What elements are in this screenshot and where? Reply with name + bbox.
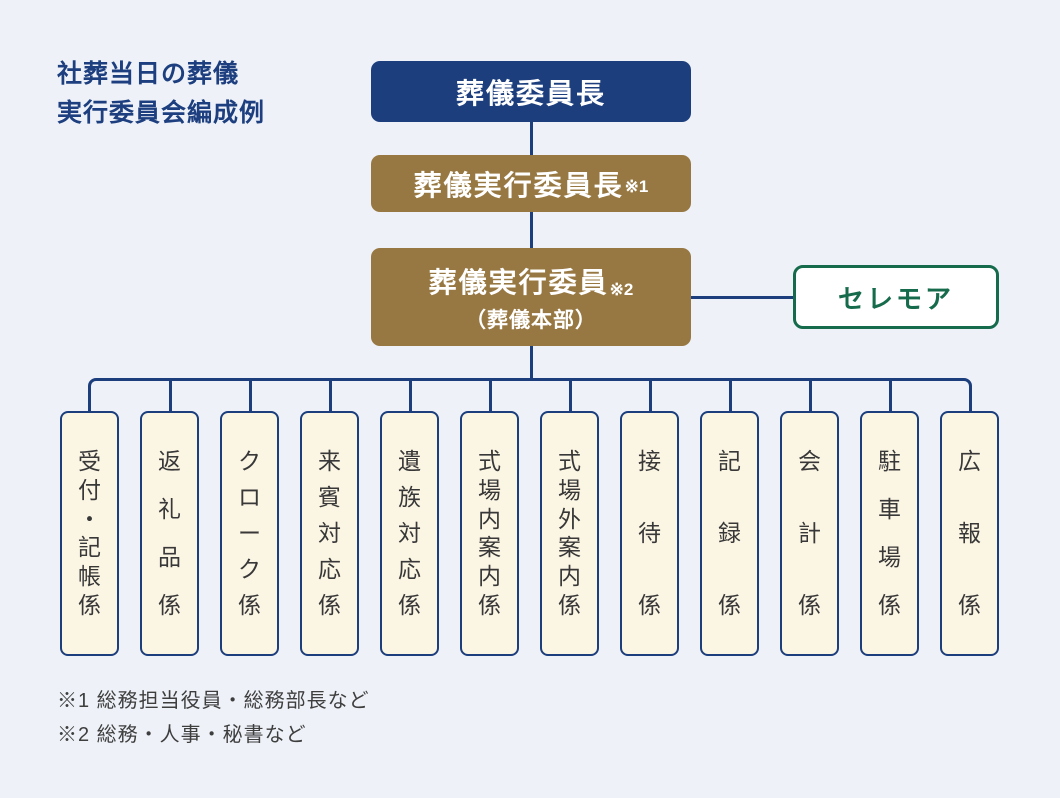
connector-drop — [168, 378, 172, 411]
partner-box: セレモア — [793, 265, 999, 329]
department-box: 接待係 — [620, 411, 679, 656]
department-box: 受付・記帳係 — [60, 411, 119, 656]
executive-chair-label: 葬儀実行委員長 — [413, 169, 624, 201]
department-label: 接待係 — [638, 448, 661, 618]
executive-committee-sublabel: （葬儀本部） — [465, 308, 597, 332]
connector-drop — [248, 378, 252, 411]
connector-drop — [328, 378, 332, 411]
connector-drop — [728, 378, 732, 411]
department-label: 遺族対応係 — [398, 448, 421, 618]
department-box: 記録係 — [700, 411, 759, 656]
department-box: クローク係 — [220, 411, 279, 656]
footnote-2: ※2 総務・人事・秘書など — [57, 724, 307, 746]
department-label: 来賓対応係 — [318, 448, 341, 618]
executive-committee-box: 葬儀実行委員※2 （葬儀本部） — [371, 248, 691, 346]
connector-chairman-execchair — [529, 122, 533, 157]
page-title-line2: 実行委員会編成例 — [57, 99, 266, 127]
department-label: 記録係 — [718, 448, 741, 618]
connector-committee-partner — [691, 295, 793, 299]
department-box: 会計係 — [780, 411, 839, 656]
department-box: 広報係 — [940, 411, 999, 656]
department-box: 来賓対応係 — [300, 411, 359, 656]
connector-committee-trunk — [529, 346, 533, 379]
note-ref-1: ※1 — [624, 176, 649, 196]
connector-drop — [888, 378, 892, 411]
connector-drop — [808, 378, 812, 411]
partner-label: セレモア — [837, 283, 954, 314]
connector-execchair-committee — [529, 212, 533, 248]
footnote-1: ※1 総務担当役員・総務部長など — [57, 690, 370, 712]
page-title-line1: 社葬当日の葬儀 — [57, 60, 240, 88]
department-label: 式場内案内係 — [478, 448, 501, 618]
page-title: 社葬当日の葬儀 実行委員会編成例 — [57, 55, 265, 133]
department-box: 駐車場係 — [860, 411, 919, 656]
chairman-label: 葬儀委員長 — [455, 77, 606, 109]
trunk-connector — [88, 378, 972, 411]
department-box: 式場外案内係 — [540, 411, 599, 656]
department-label: クローク係 — [238, 448, 261, 618]
department-box: 式場内案内係 — [460, 411, 519, 656]
department-box: 返礼品係 — [140, 411, 199, 656]
executive-committee-line1: 葬儀実行委員※2 — [429, 261, 634, 301]
connector-drop — [408, 378, 412, 411]
executive-chair-box: 葬儀実行委員長※1 — [371, 155, 691, 212]
department-box: 遺族対応係 — [380, 411, 439, 656]
department-label: 式場外案内係 — [558, 448, 581, 618]
department-label: 広報係 — [958, 448, 981, 618]
connector-drop — [488, 378, 492, 411]
department-label: 返礼品係 — [158, 448, 181, 618]
department-label: 会計係 — [798, 448, 821, 618]
chairman-box: 葬儀委員長 — [371, 61, 691, 122]
department-label: 駐車場係 — [878, 448, 901, 618]
footnotes: ※1 総務担当役員・総務部長など ※2 総務・人事・秘書など — [57, 684, 370, 752]
connector-drop — [648, 378, 652, 411]
department-label: 受付・記帳係 — [78, 448, 101, 618]
note-ref-2: ※2 — [609, 279, 634, 299]
executive-committee-label: 葬儀実行委員 — [428, 266, 609, 298]
connector-drop — [568, 378, 572, 411]
